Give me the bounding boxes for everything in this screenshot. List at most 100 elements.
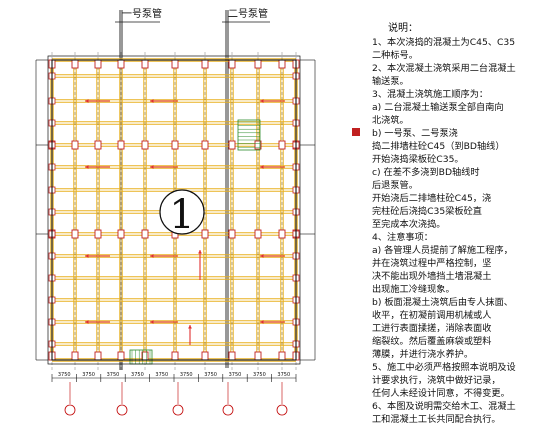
column	[171, 59, 179, 69]
arrow-head	[150, 165, 154, 169]
note-line: 捣二排墙柱砼C45（到BD轴线）	[372, 141, 505, 152]
axis-bubble	[64, 404, 76, 416]
arrow-head	[150, 320, 154, 324]
arrow-head	[150, 99, 154, 103]
column	[94, 140, 102, 150]
note-line: b) 一号泵、二号泵浇	[372, 128, 458, 139]
dim-label: 3750	[107, 372, 120, 378]
outline-outer	[47, 55, 301, 365]
dim-label: 3750	[253, 372, 266, 378]
column	[171, 351, 179, 361]
column	[254, 140, 262, 150]
note-line: 并在浇筑过程中严格控制，坚	[372, 258, 492, 269]
notes-list: 1、本次浇捣的混凝土为C45、C35 二种标号。2、本次混凝土浇筑采用二台混凝土…	[372, 36, 558, 426]
note-line: 开始浇后二排墙柱砼C45，浇	[372, 193, 492, 204]
note-line: 3、混凝土浇筑施工顺序为：	[372, 89, 489, 100]
column	[278, 351, 286, 361]
note-line: 4、注意事项：	[372, 232, 433, 243]
column	[228, 59, 236, 69]
axis-bubble	[222, 404, 234, 416]
note-line: 决不能出现外墙挡土墙混凝土	[372, 271, 492, 282]
note-line: 2、本次混凝土浇筑采用二台混凝土	[372, 63, 516, 74]
notes-panel: 说明： 1、本次浇捣的混凝土为C45、C35 二种标号。2、本次混凝土浇筑采用二…	[372, 22, 558, 426]
arrow-head	[260, 254, 264, 258]
arrow-head	[260, 320, 264, 324]
column	[117, 140, 125, 150]
building-outline	[35, 55, 360, 365]
arrow-head	[150, 254, 154, 258]
column	[254, 59, 262, 69]
column	[141, 59, 149, 69]
note-line: b) 板面混凝土浇筑后由专人抹面、	[372, 297, 513, 308]
arrow-head	[85, 99, 89, 103]
note-line: 输送泵。	[372, 76, 409, 87]
dim-label: 3750	[229, 372, 242, 378]
note-line: 至完成本次浇捣。	[372, 219, 446, 230]
arrow-head	[260, 165, 264, 169]
dim-label: 3750	[155, 372, 168, 378]
note-line: 5、施工中必须严格按照本说明及设	[372, 362, 516, 373]
dim-label: 3750	[277, 372, 290, 378]
arrow-head	[85, 165, 89, 169]
outline-inner	[51, 59, 297, 361]
column	[71, 59, 79, 69]
pump-label-2: 二号泵管	[228, 7, 268, 20]
column	[201, 229, 209, 239]
axis-markers	[64, 382, 288, 416]
arrow-head	[198, 250, 202, 254]
column	[201, 59, 209, 69]
column	[278, 59, 286, 69]
note-line: 计要求执行，浇筑中做好记录，	[372, 375, 501, 386]
column	[254, 351, 262, 361]
column	[117, 229, 125, 239]
note-line: 后退泵管。	[372, 180, 418, 191]
note-line: 北浇筑。	[372, 115, 409, 126]
column	[171, 140, 179, 150]
column	[117, 59, 125, 69]
column	[71, 140, 79, 150]
column	[254, 229, 262, 239]
note-line: 开始浇捣梁板砼C35。	[372, 154, 464, 165]
note-line: 缩裂纹。然后覆盖麻袋或塑料	[372, 336, 492, 347]
pour-direction-arrows	[85, 99, 285, 345]
arrow-head	[85, 320, 89, 324]
pump-pipes	[115, 10, 270, 370]
note-line: 收平，在初凝前调用机械或人	[372, 310, 492, 321]
note-line: 薄膜，并进行浇水养护。	[372, 349, 474, 360]
column	[228, 140, 236, 150]
dim-label: 3750	[204, 372, 217, 378]
dim-label: 3750	[131, 372, 144, 378]
dim-label: 3750	[82, 372, 95, 378]
column	[141, 140, 149, 150]
column	[117, 351, 125, 361]
red-marker	[352, 128, 360, 136]
stair-outline	[129, 349, 153, 365]
column	[201, 140, 209, 150]
notes-title: 说明：	[388, 23, 418, 34]
note-line: 6、本图及说明需交给木工、混凝土	[372, 401, 516, 412]
dim-label: 3750	[180, 372, 193, 378]
zone-circle	[159, 189, 205, 235]
zone-label: 1	[169, 192, 194, 238]
arrow-head	[260, 99, 264, 103]
note-line: 出现施工冷缝现象。	[372, 284, 455, 295]
note-line: 1、本次浇捣的混凝土为C45、C35	[372, 37, 516, 48]
column	[71, 229, 79, 239]
column	[201, 351, 209, 361]
stair-outline	[237, 119, 261, 151]
column	[228, 351, 236, 361]
dimension-line: 3750 3750 3750 3750 3750 3750 3750 3750 3750 3750	[51, 372, 297, 382]
note-line: 工进行表面揉搓，消除表面收	[372, 323, 492, 334]
axis-bubble	[116, 404, 128, 416]
note-line: c) 在差不多浇到BD轴线时	[372, 167, 480, 178]
dim-label: 3750	[58, 372, 71, 378]
pump-label-1: 一号泵管	[122, 7, 162, 20]
column	[94, 351, 102, 361]
axis-bubble	[172, 404, 184, 416]
column	[94, 229, 102, 239]
note-line: 任何人未经设计同意，不得变更。	[372, 388, 510, 399]
column	[278, 140, 286, 150]
note-line: 完柱砼后浇捣C35梁板砼直	[372, 206, 482, 217]
column	[141, 229, 149, 239]
